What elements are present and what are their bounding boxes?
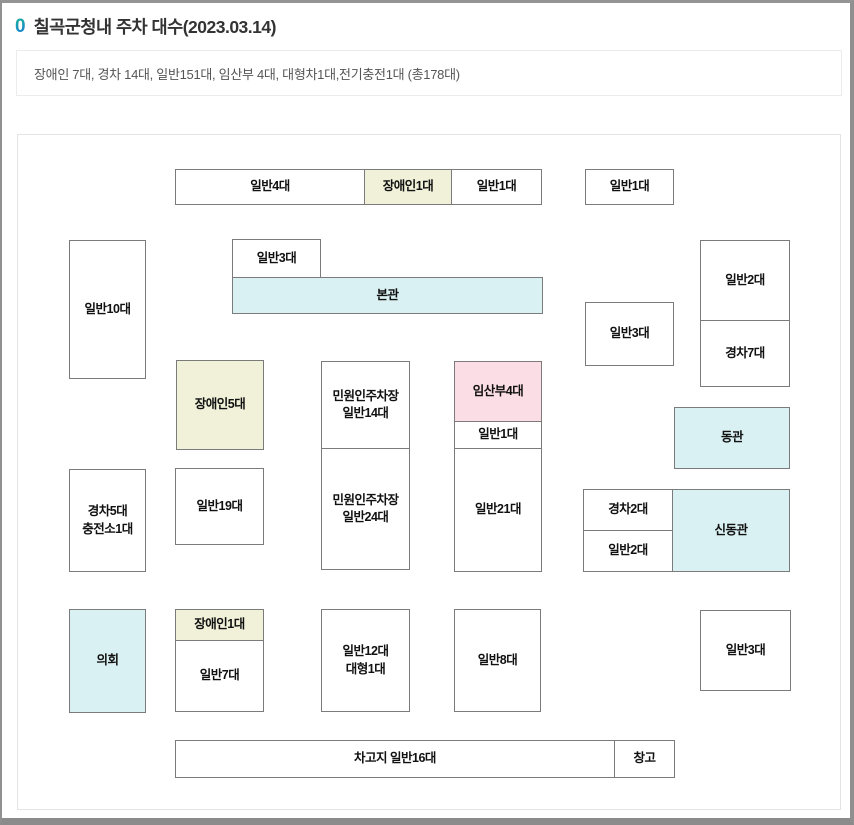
page-title: 칠곡군청내 주차 대수(2023.03.14) <box>33 17 277 37</box>
page-header: 0 칠곡군청내 주차 대수(2023.03.14) <box>15 14 276 39</box>
parking-box-ilban1-top-a: 일반1대 <box>451 169 542 205</box>
parking-box-minwon14: 민원인주차장 일반14대 <box>321 361 410 449</box>
parking-box-label: 장애인1대 <box>382 179 434 194</box>
parking-box-sindonggwan: 신동관 <box>672 489 790 572</box>
parking-box-ilban7: 일반7대 <box>175 640 264 712</box>
parking-box-ilban10: 일반10대 <box>69 240 146 379</box>
parking-box-label: 장애인1대 <box>194 617 245 632</box>
parking-box-label: 일반7대 <box>199 668 240 683</box>
parking-box-label: 일반3대 <box>725 642 766 657</box>
parking-box-label: 장애인5대 <box>194 397 246 412</box>
parking-box-bongwan: 본관 <box>232 277 543 314</box>
parking-box-label: 일반12대 대형1대 <box>342 644 389 676</box>
parking-box-changgo: 창고 <box>614 740 675 778</box>
parking-box-ilban19: 일반19대 <box>175 468 264 545</box>
parking-box-label: 일반2대 <box>725 272 765 287</box>
parking-box-ilban1-top-b: 일반1대 <box>585 169 674 205</box>
parking-box-label: 동관 <box>720 430 744 445</box>
parking-box-label: 민원인주차장 일반24대 <box>332 492 399 525</box>
parking-box-chagoji16: 차고지 일반16대 <box>175 740 615 778</box>
parking-box-ilban21: 일반21대 <box>454 448 542 572</box>
parking-box-label: 일반21대 <box>475 502 521 517</box>
parking-box-jangaein1-top: 장애인1대 <box>364 169 452 205</box>
parking-box-ilban4-top: 일반4대 <box>175 169 365 205</box>
parking-box-ilban3-midright: 일반3대 <box>585 302 674 366</box>
parking-box-imsanbu4: 임산부4대 <box>454 361 542 422</box>
parking-box-label: 신동관 <box>714 522 748 537</box>
parking-box-label: 경차5대 충전소1대 <box>82 504 133 536</box>
parking-box-ilban2-midright: 일반2대 <box>583 530 673 572</box>
parking-box-label: 창고 <box>633 751 656 766</box>
parking-box-label: 일반19대 <box>196 498 243 513</box>
parking-box-gyeongcha2: 경차2대 <box>583 489 673 531</box>
parking-box-label: 임산부4대 <box>472 383 524 398</box>
parking-box-label: 일반1대 <box>478 427 518 442</box>
parking-box-label: 일반3대 <box>256 250 297 265</box>
parking-summary-text: 장애인 7대, 경차 14대, 일반151대, 임산부 4대, 대형차1대,전기… <box>34 66 460 82</box>
parking-box-jangaein1-bottom: 장애인1대 <box>175 609 264 641</box>
parking-box-uihoe: 의회 <box>69 609 146 713</box>
parking-box-gyeongcha7: 경차7대 <box>700 320 790 387</box>
parking-box-label: 경차7대 <box>725 345 765 360</box>
parking-box-ilban8: 일반8대 <box>454 609 541 712</box>
parking-box-jangaein5: 장애인5대 <box>176 360 264 450</box>
parking-box-minwon24: 민원인주차장 일반24대 <box>321 448 410 570</box>
parking-box-gyeongcha5: 경차5대 충전소1대 <box>69 469 146 572</box>
parking-box-ilban2-topright: 일반2대 <box>700 240 790 321</box>
parking-box-ilban3-bottomright: 일반3대 <box>700 610 791 691</box>
parking-box-ilban12-daehyung1: 일반12대 대형1대 <box>321 609 410 712</box>
bullet-icon: 0 <box>15 16 26 37</box>
parking-box-label: 경차2대 <box>608 502 648 517</box>
parking-box-label: 본관 <box>376 287 399 302</box>
parking-box-label: 의회 <box>96 653 119 668</box>
parking-box-label: 일반4대 <box>250 179 290 194</box>
parking-box-label: 민원인주차장 일반14대 <box>332 388 399 421</box>
parking-box-label: 일반1대 <box>476 179 517 194</box>
parking-box-ilban1-mid: 일반1대 <box>454 421 542 449</box>
parking-box-label: 일반1대 <box>609 179 650 194</box>
parking-box-ilban3-upper: 일반3대 <box>232 239 321 278</box>
parking-box-label: 일반10대 <box>84 301 131 316</box>
parking-box-label: 차고지 일반16대 <box>354 751 436 766</box>
parking-box-donggwan: 동관 <box>674 407 790 469</box>
parking-box-label: 일반3대 <box>609 326 650 341</box>
parking-summary-box: 장애인 7대, 경차 14대, 일반151대, 임산부 4대, 대형차1대,전기… <box>16 50 842 96</box>
parking-box-label: 일반8대 <box>477 652 518 667</box>
parking-box-label: 일반2대 <box>608 543 648 558</box>
